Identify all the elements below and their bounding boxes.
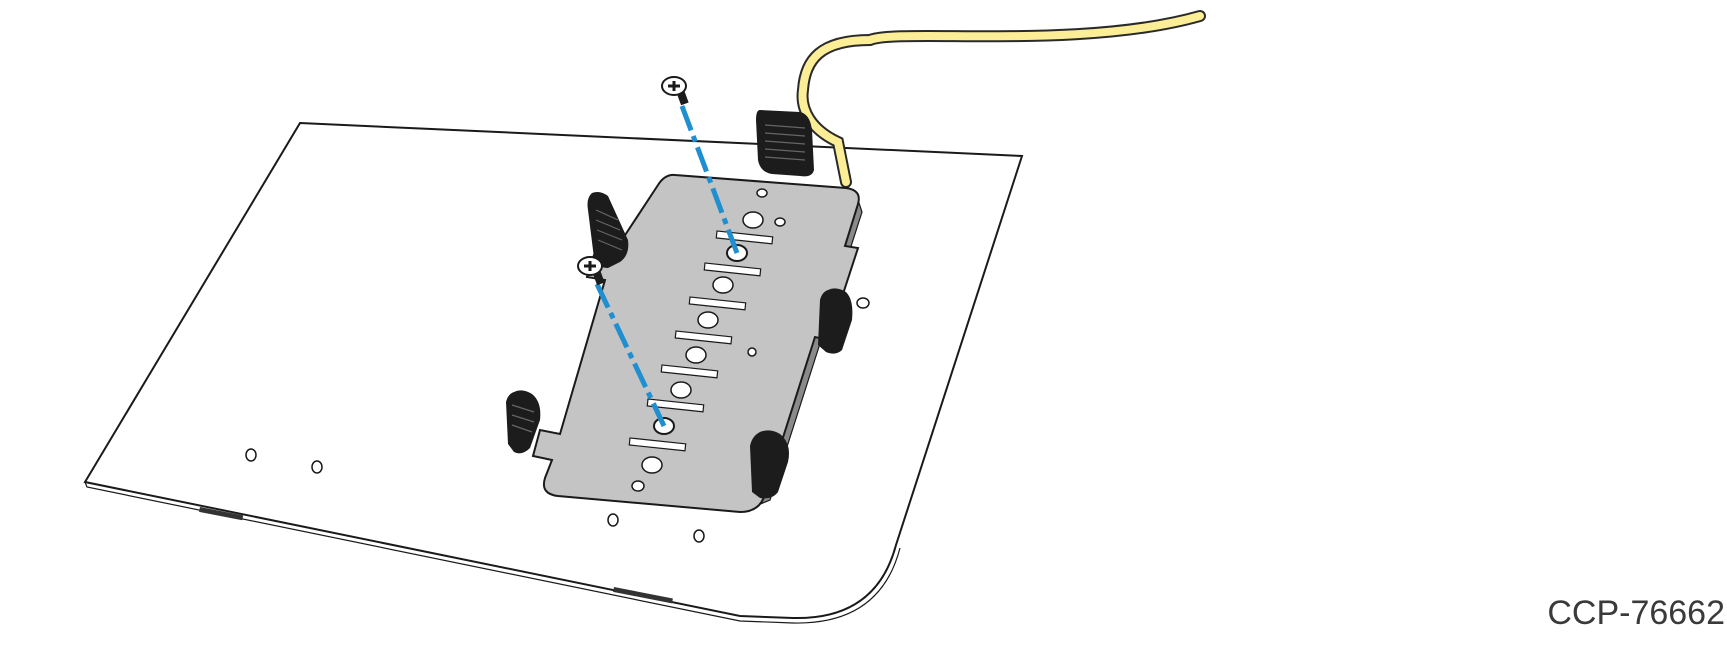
rubber-bumper [506, 390, 541, 454]
alignment-guide [594, 105, 740, 428]
screw-upper [661, 76, 689, 106]
figure-id-label: CCP-76662 [1547, 594, 1725, 632]
mounting-panel [83, 121, 1024, 624]
panel-hole [693, 529, 705, 543]
rubber-bumper [818, 288, 853, 354]
rubber-bumper [756, 110, 814, 177]
panel-hole [607, 513, 619, 527]
panel-hole [856, 297, 870, 309]
rubber-bumper [750, 430, 789, 499]
yellow-cable [796, 10, 1206, 188]
rubber-bumper [587, 192, 629, 268]
panel-hole [311, 460, 323, 474]
panel-hole [245, 448, 257, 462]
screw-lower [577, 256, 605, 286]
